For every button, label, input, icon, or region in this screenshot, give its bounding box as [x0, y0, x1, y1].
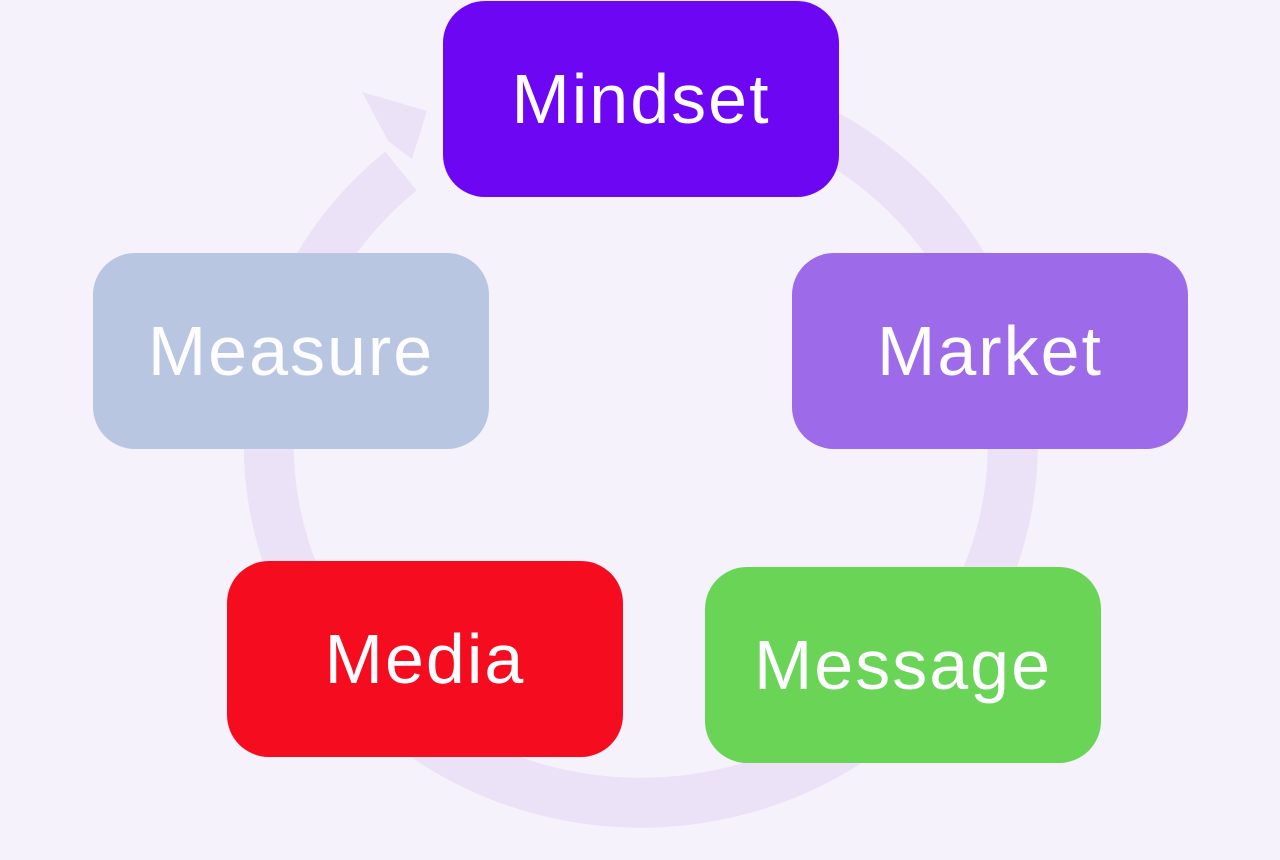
node-message: Message — [705, 567, 1101, 763]
node-mindset-label: Mindset — [511, 60, 771, 138]
arrowhead-icon — [362, 92, 427, 159]
node-media: Media — [227, 561, 623, 757]
node-measure-label: Measure — [147, 312, 435, 390]
node-market-label: Market — [877, 312, 1103, 390]
node-market: Market — [792, 253, 1188, 449]
circular-arrow-icon — [243, 63, 1038, 828]
node-message-label: Message — [753, 626, 1053, 704]
node-measure: Measure — [93, 253, 489, 449]
node-media-label: Media — [324, 620, 526, 698]
node-mindset: Mindset — [443, 1, 839, 197]
